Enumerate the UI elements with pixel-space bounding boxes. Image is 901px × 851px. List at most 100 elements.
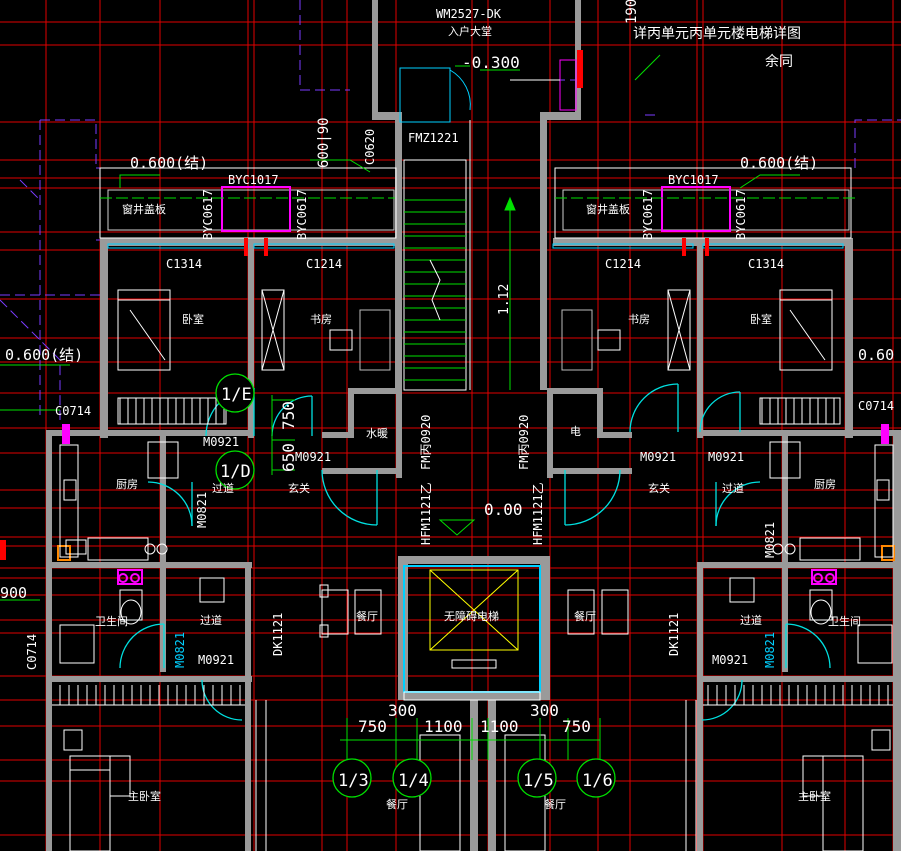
right-cover: 窗井盖板 — [586, 202, 630, 216]
bottom-dining-right: 餐厅 — [544, 797, 566, 811]
top-level: -0.300 — [462, 53, 520, 72]
bottom-dim-1: 300 — [388, 701, 417, 720]
left-c0714: C0714 — [55, 404, 91, 418]
right-m0921-c: M0921 — [712, 653, 748, 667]
dim-750: 750 — [279, 401, 298, 430]
core-dim-112: 1.12 — [497, 284, 512, 315]
right-byc1017: BYC1017 — [668, 173, 719, 187]
door-fmz: FMZ1221 — [408, 131, 459, 145]
left-dim-900: 900 — [0, 584, 27, 602]
left-byc1017: BYC1017 — [228, 173, 279, 187]
right-corridor-b: 过道 — [740, 613, 762, 627]
top-room-code: WM2527-DK — [436, 7, 502, 21]
right-electric: 电 — [570, 425, 581, 438]
right-byc0617-a: BYC0617 — [641, 189, 655, 240]
left-dim-v: 600|90 — [316, 117, 332, 168]
core-level: 0.00 — [484, 500, 523, 519]
staircase — [403, 120, 516, 391]
right-corridor-a: 过道 — [722, 481, 744, 495]
bottom-dim-3: 1100 — [480, 717, 519, 736]
left-level: 0.600(结) — [130, 154, 208, 172]
note-line-1: 详丙单元丙单元楼电梯详图 — [633, 26, 801, 42]
left-c1214: C1214 — [306, 257, 342, 271]
right-byc0617-b: BYC0617 — [734, 189, 748, 240]
right-level: 0.600(结) — [740, 154, 818, 172]
bottom-dining-left: 餐厅 — [386, 797, 408, 811]
dim-650: 650 — [279, 443, 298, 472]
left-foyer: 玄关 — [288, 481, 310, 495]
left-c1314: C1314 — [166, 257, 202, 271]
right-foyer: 玄关 — [648, 481, 670, 495]
right-bedroom: 卧室 — [750, 312, 772, 326]
note-line-2: 余同 — [765, 53, 793, 70]
left-m0921-b: M0921 — [295, 450, 331, 464]
elevator-shaft — [403, 565, 541, 701]
left-bedroom: 卧室 — [182, 312, 204, 326]
left-bath: 卫生间 — [95, 614, 128, 628]
left-m0921-c: M0921 — [198, 653, 234, 667]
door-swings — [119, 383, 831, 721]
left-cover: 窗井盖板 — [122, 202, 166, 216]
red-accents — [0, 50, 895, 561]
bottom-dim-4: 300 — [530, 701, 559, 720]
core-water: 水暖 — [366, 427, 388, 440]
left-byc0617-b: BYC0617 — [295, 189, 309, 240]
axis-bubble-1d — [215, 450, 255, 490]
bottom-axis-label-2: 1/5 — [523, 771, 554, 791]
axis-label-1e: 1/E — [221, 385, 252, 405]
bottom-dim-2: 1100 — [424, 717, 463, 736]
axis-bubble-1-4 — [392, 758, 432, 798]
left-study: 书房 — [310, 313, 332, 326]
right-c1314: C1314 — [748, 257, 784, 271]
bottom-axis-label-1: 1/4 — [398, 771, 429, 791]
axis-bubble-1-6 — [576, 758, 616, 798]
right-c1214: C1214 — [605, 257, 641, 271]
dimension-lines — [0, 54, 800, 760]
right-m0821-b: M0821 — [763, 632, 777, 668]
left-level-side: 0.600(结) — [5, 346, 83, 364]
right-dk1121: DK1121 — [667, 613, 681, 656]
right-kitchen: 厨房 — [814, 478, 836, 491]
furniture — [52, 289, 894, 851]
bottom-dim-5: 750 — [562, 717, 591, 736]
core-hfm-left: HFM1121乙 — [419, 482, 433, 545]
axis-label-1d: 1/D — [220, 462, 251, 482]
left-c0714-v: C0714 — [25, 634, 39, 670]
left-byc0617-a: BYC0617 — [201, 189, 215, 240]
axis-bubbles — [215, 373, 616, 798]
core-fm-left: FM丙0920 — [419, 415, 433, 470]
right-m0821-a: M0821 — [763, 522, 777, 558]
top-room-name: 入户大堂 — [448, 24, 492, 38]
left-m0821-a: M0821 — [195, 492, 209, 528]
left-dk1121: DK1121 — [271, 613, 285, 656]
left-c0620: C0620 — [363, 129, 377, 165]
left-kitchen: 厨房 — [116, 478, 138, 491]
entry-passage — [399, 59, 577, 123]
axis-bubble-1-3 — [332, 758, 372, 798]
right-level-side: 0.60 — [858, 346, 894, 364]
left-corridor-a: 过道 — [212, 481, 234, 495]
right-study: 书房 — [628, 313, 650, 326]
left-master: 主卧室 — [128, 789, 161, 803]
right-dining: 餐厅 — [574, 609, 596, 623]
bottom-axis-label-0: 1/3 — [338, 771, 369, 791]
partial-num: 190 — [624, 0, 640, 24]
labels: WM2527-DK 入户大堂 -0.300 详丙单元丙单元楼电梯详图 余同 19… — [0, 0, 894, 811]
axis-bubble-1e — [215, 373, 255, 413]
core-hfm-right: HFM1121乙 — [531, 482, 545, 545]
left-corridor-b: 过道 — [200, 613, 222, 627]
left-dining: 餐厅 — [356, 609, 378, 623]
right-bath: 卫生间 — [828, 614, 861, 628]
walls — [46, 0, 901, 851]
right-m0921-b: M0921 — [708, 450, 744, 464]
axis-bubble-1-5 — [517, 758, 557, 798]
magenta-fixtures — [62, 186, 889, 585]
core-fm-right: FM丙0920 — [517, 415, 531, 470]
left-m0821-b: M0821 — [173, 632, 187, 668]
bottom-dim-0: 750 — [358, 717, 387, 736]
left-m0921-a: M0921 — [203, 435, 239, 449]
elevator-label: 无障碍电梯 — [444, 609, 499, 623]
